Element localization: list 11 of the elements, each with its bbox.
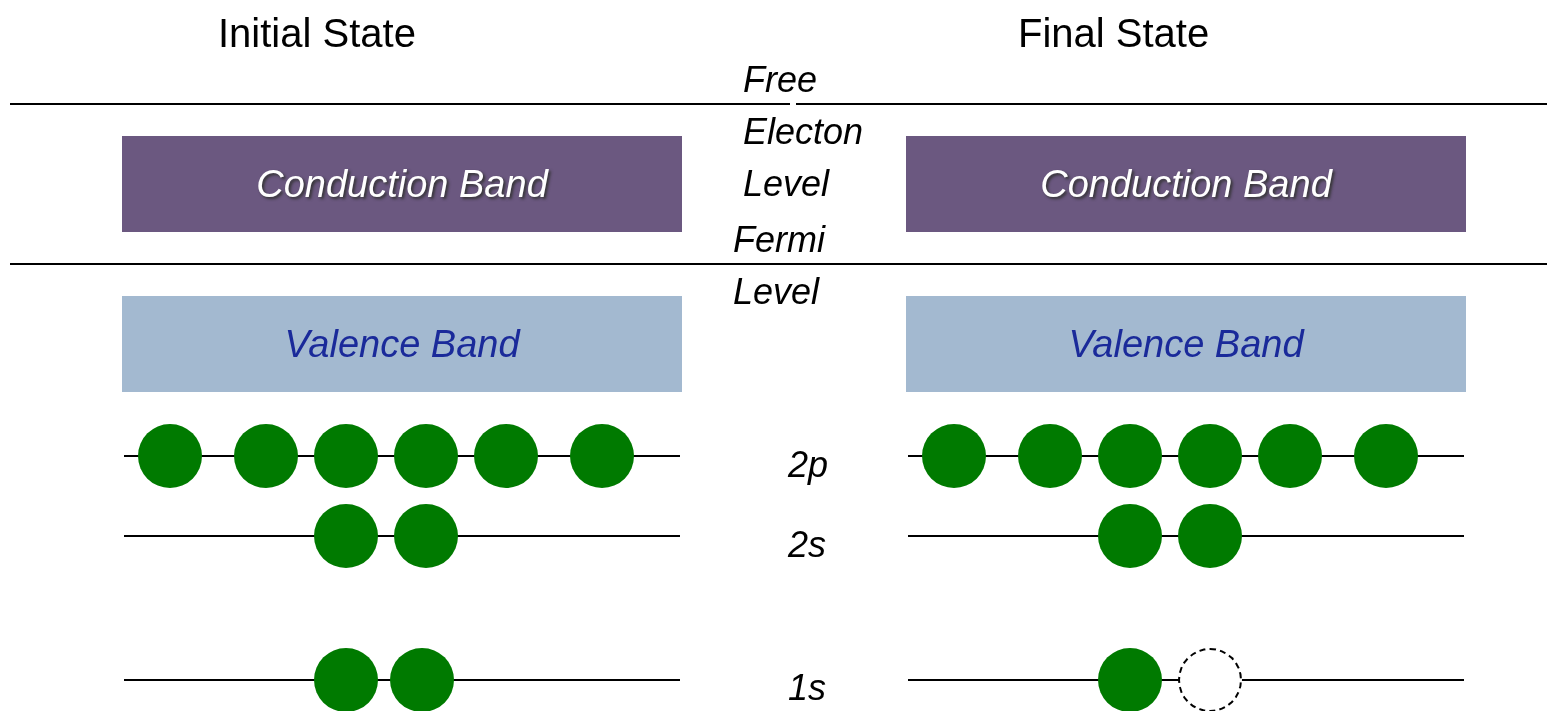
level-label: 2s: [788, 523, 828, 567]
level-label: Fermi Level: [733, 218, 827, 314]
conduction-band: Conduction Band: [906, 136, 1466, 232]
conduction-band: Conduction Band: [122, 136, 682, 232]
column-heading: Final State: [1018, 10, 1211, 56]
column-heading: Initial State: [218, 10, 417, 56]
level-label: 1s: [788, 666, 828, 710]
level-label: Free Electon Level: [743, 58, 865, 206]
valence-band: Valence Band: [122, 296, 682, 392]
level-label: 2p: [788, 443, 830, 487]
valence-band: Valence Band: [906, 296, 1466, 392]
